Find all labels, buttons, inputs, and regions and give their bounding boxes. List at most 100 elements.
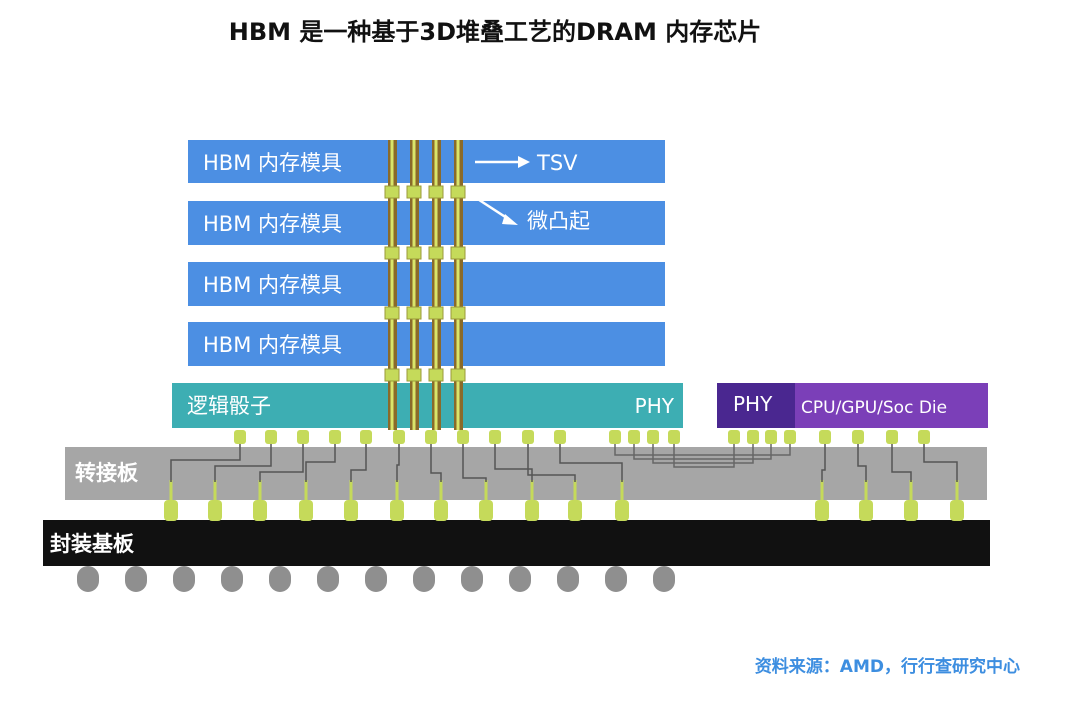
tsv-core [412,140,416,430]
trace [923,444,958,482]
c4-bump [784,430,796,444]
c4-bump [886,430,898,444]
hbm-layer-label: HBM 内存模具 [203,273,342,297]
c4-bump [360,430,372,444]
tsv-core [434,140,438,430]
c4-bump [852,430,864,444]
c4-bump [747,430,759,444]
trace [857,444,867,482]
trace [891,444,912,482]
solder-balls [77,566,675,592]
tsv-columns [388,140,463,430]
tsv-bump [568,500,582,521]
c4-bump [522,430,534,444]
c4-bump [647,430,659,444]
c4-bump [609,430,621,444]
solder-ball [173,566,195,592]
micro-bump [384,368,400,382]
microbump-label: 微凸起 [527,209,590,233]
solder-ball [125,566,147,592]
tsv-bump [815,500,829,521]
soc-phy [717,383,795,428]
tsv-bump [208,500,222,521]
phy-link-trace [633,444,772,460]
c4-bump [234,430,246,444]
trace [396,444,400,482]
trace [170,444,241,482]
c4-bump [329,430,341,444]
micro-bump [450,368,466,382]
logic-die [172,383,683,428]
interposer [65,447,987,500]
tsv-bump [904,500,918,521]
c4-bump [668,430,680,444]
micro-bump [428,368,444,382]
micro-bump [428,306,444,320]
hbm-layer-label: HBM 内存模具 [203,212,342,236]
tsv-bump [615,500,629,521]
solder-ball [605,566,627,592]
tsv-bump [479,500,493,521]
solder-ball [653,566,675,592]
interposer-label: 转接板 [75,461,139,485]
solder-ball [557,566,579,592]
solder-ball [221,566,243,592]
micro-bump [406,368,422,382]
trace [430,444,442,482]
micro-bump [450,306,466,320]
trace [350,444,367,482]
trace [527,444,576,482]
micro-bump [406,306,422,320]
hbm-layer [188,322,665,366]
c4-bump [297,430,309,444]
tsv-bump [950,500,964,521]
trace [305,444,336,482]
micro-bump [428,185,444,199]
tsv-bump [434,500,448,521]
hbm-stack: HBM 内存模具 HBM 内存模具 HBM 内存模具 HBM 内存模具 [188,140,665,366]
diagram-title: HBM 是一种基于3D堆叠工艺的DRAM 内存芯片 [229,18,761,46]
hbm-layer-label: HBM 内存模具 [203,151,342,175]
c4-bump [265,430,277,444]
trace [821,444,826,482]
tsv-core [390,140,394,430]
tsv-bump [299,500,313,521]
trace [462,444,487,482]
tsv-label: TSV [536,151,578,175]
tsv-bump [253,500,267,521]
c4-bump [765,430,777,444]
trace [559,444,623,482]
soc-die [795,383,988,428]
c4-bump [628,430,640,444]
micro-bump [450,185,466,199]
soc-die-label: CPU/GPU/Soc Die [801,398,947,418]
solder-ball [365,566,387,592]
c4-bump [425,430,437,444]
micro-bumps [164,185,964,521]
trace [214,444,272,482]
micro-bump [428,246,444,260]
package-substrate-label: 封装基板 [50,532,135,556]
tsv-bump [859,500,873,521]
tsv-core [456,140,460,430]
microbump-callout: 微凸起 [469,192,590,233]
hbm-layer [188,140,665,183]
micro-bump [384,246,400,260]
tsv-bump [344,500,358,521]
tsv-callout: TSV [475,151,578,175]
c4-bump [489,430,501,444]
source-note: 资料来源：AMD，行行查研究中心 [755,656,1020,677]
solder-ball [317,566,339,592]
solder-ball [269,566,291,592]
logic-die-phy-label: PHY [635,394,675,418]
micro-bump [406,246,422,260]
package-substrate [43,520,990,566]
c4-bump [554,430,566,444]
solder-ball [461,566,483,592]
c4-bump [819,430,831,444]
hbm-layer-label: HBM 内存模具 [203,333,342,357]
phy-link-trace [652,444,754,464]
c4-bump [918,430,930,444]
hbm-layer [188,262,665,306]
arrow-right-icon [518,156,530,168]
